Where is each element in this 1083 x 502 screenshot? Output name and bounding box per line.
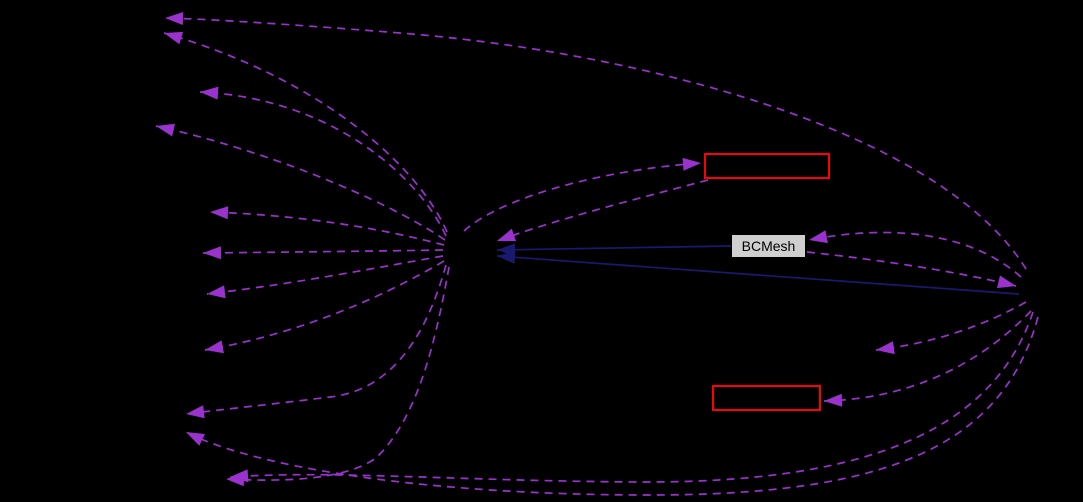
edge-center-to-left-5 (209, 211, 445, 246)
edge-center-to-truncated-1-arrowhead (682, 157, 701, 171)
edge-right-hub-to-mid-right (875, 301, 1027, 351)
edge-inherit-bcmesh-to-center (496, 245, 732, 251)
edge-right-hub-to-bottom-left-outer-arrowhead (186, 432, 205, 446)
edge-center-to-truncated-1 (463, 162, 702, 232)
edge-right-hub-to-bottom-left-outer (185, 316, 1039, 496)
edge-bcmesh-to-right-hub (806, 251, 1017, 287)
edge-inherit-right-hub-to-center-arrowhead (497, 250, 516, 264)
edge-inherit-right-hub-to-center (496, 255, 1020, 295)
edge-center-to-top-left-3-arrowhead (200, 86, 219, 100)
node-bcmesh[interactable]: BCMesh (731, 234, 806, 258)
edge-center-to-left-6 (202, 249, 444, 254)
edge-center-to-top-left-2-arrowhead (164, 31, 184, 45)
edge-truncated-1-to-center (496, 179, 709, 242)
edge-center-to-left-9-arrowhead (186, 405, 205, 419)
edge-right-hub-to-bottom-left-inner-arrowhead (230, 469, 249, 483)
edge-bcmesh-to-right-hub-arrowhead (997, 275, 1016, 289)
edge-truncated-1-to-center-arrowhead (497, 228, 517, 242)
edge-right-hub-to-far-top-left-arrowhead (165, 12, 184, 25)
edge-right-hub-to-bcmesh-arrowhead (809, 230, 828, 244)
node-bcmesh-label: BCMesh (741, 238, 796, 254)
edge-center-to-left-6-arrowhead (203, 246, 222, 260)
edge-right-hub-to-mid-right-arrowhead (876, 341, 895, 355)
edge-center-to-left-9 (185, 264, 447, 415)
edge-center-to-top-left-4-arrowhead (156, 123, 175, 137)
node-truncated-2[interactable] (712, 385, 821, 411)
edge-right-hub-to-far-top-left (164, 17, 1027, 270)
edge-right-hub-to-truncated-2 (823, 310, 1032, 402)
edge-center-to-left-7 (206, 255, 444, 295)
edge-center-to-top-left-3 (199, 91, 447, 237)
edge-center-to-bottom-left (225, 266, 450, 481)
edge-center-to-left-5-arrowhead (210, 206, 229, 220)
edge-center-to-left-8 (204, 260, 445, 351)
edge-right-hub-to-truncated-2-arrowhead (824, 393, 843, 407)
edge-right-hub-to-bcmesh (808, 231, 1022, 278)
edge-center-to-left-7-arrowhead (207, 285, 226, 299)
edge-right-hub-to-bottom-left-inner (229, 311, 1034, 483)
edge-center-to-left-8-arrowhead (205, 340, 224, 354)
edge-center-to-top-left-4 (155, 125, 446, 241)
edge-center-to-top-left-2 (163, 32, 448, 233)
node-truncated-1[interactable] (704, 153, 830, 179)
